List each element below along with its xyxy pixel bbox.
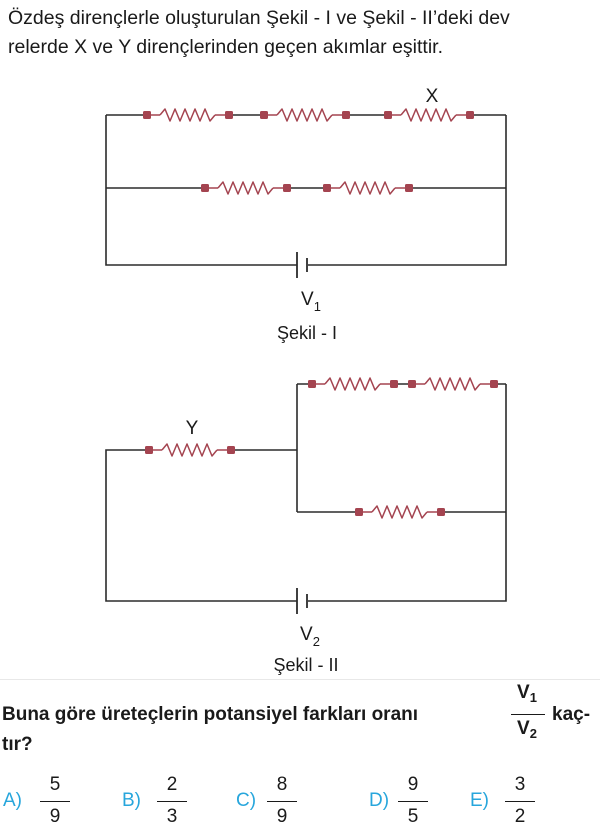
- fig2-battery-symbol: [296, 588, 308, 614]
- choice-c-denominator: 9: [276, 806, 288, 827]
- circuit-figure-1: X V1 Şekil - I: [105, 86, 507, 343]
- fig1-middle-resistor-2: [323, 181, 413, 195]
- choice-c-letter: C): [236, 790, 257, 811]
- fig2-resistor-y: [145, 443, 235, 457]
- fig1-resistor-x: [384, 108, 474, 122]
- answer-choices: A) 5 9 B) 2 3 C) 8 9 D) 9 5 E) 3: [0, 774, 600, 834]
- choice-a-denominator: 9: [49, 806, 61, 827]
- choice-b-denominator: 3: [166, 806, 178, 827]
- choice-d-denominator: 5: [407, 806, 419, 827]
- fig2-caption: Şekil - II: [273, 655, 338, 675]
- fig1-right-wire: [308, 115, 507, 266]
- section-divider: [0, 679, 600, 680]
- choice-b-letter: B): [122, 790, 141, 811]
- fig1-resistor-x-label: X: [426, 86, 439, 107]
- fig1-source-label: V1: [301, 289, 321, 314]
- question-tail: kaç-: [552, 704, 591, 725]
- intro-text: Özdeş dirençlerle oluşturulan Şekil - I …: [8, 4, 600, 62]
- fig2-source-label: V2: [300, 624, 320, 649]
- fig2-left-wire: [105, 449, 297, 602]
- ratio-denominator: V2: [517, 718, 537, 741]
- fig1-middle-resistor-1: [201, 181, 291, 195]
- fig1-battery-symbol: [296, 252, 308, 278]
- fig2-resistor-y-label: Y: [186, 418, 199, 439]
- question-line-2: tır?: [2, 734, 33, 755]
- choice-d-letter: D): [369, 790, 390, 811]
- fig1-top-resistor-2: [260, 108, 350, 122]
- choice-e-letter: E): [470, 790, 489, 811]
- choice-e-bar: [505, 801, 535, 802]
- fig1-top-resistor-1: [143, 108, 233, 122]
- fig2-bottom-resistor: [355, 505, 445, 519]
- fig2-parallel-junction-wires: [234, 384, 298, 512]
- circuit-figure-2: Y V2 Şekil - II: [105, 377, 507, 675]
- intro-line-1: Özdeş dirençlerle oluşturulan Şekil - I …: [8, 7, 510, 29]
- choice-d-bar: [398, 801, 428, 802]
- fig2-top-resistor-1: [308, 377, 398, 391]
- ratio-numerator: V1: [517, 682, 537, 705]
- choice-e-numerator: 3: [514, 774, 526, 795]
- fig2-top-resistor-2: [408, 377, 498, 391]
- fig2-right-wire: [308, 384, 507, 602]
- circuit-diagrams: X V1 Şekil - I Y V2 Şekil - II: [105, 86, 507, 675]
- question-line-1: Buna göre üreteçlerin potansiyel farklar…: [2, 704, 419, 725]
- intro-line-2: relerde X ve Y dirençlerinden geçen akım…: [8, 36, 444, 58]
- choice-a-bar: [40, 801, 70, 802]
- choice-b-bar: [157, 801, 187, 802]
- fig1-left-wire: [105, 115, 297, 266]
- fig1-caption: Şekil - I: [277, 323, 337, 343]
- choice-a-letter: A): [3, 790, 22, 811]
- choice-c-bar: [267, 801, 297, 802]
- choice-c-numerator: 8: [276, 774, 288, 795]
- choice-a-numerator: 5: [49, 774, 61, 795]
- choice-b-numerator: 2: [166, 774, 178, 795]
- ratio-fraction-bar: [511, 714, 545, 715]
- choice-d-numerator: 9: [407, 774, 419, 795]
- choice-e-denominator: 2: [514, 806, 526, 827]
